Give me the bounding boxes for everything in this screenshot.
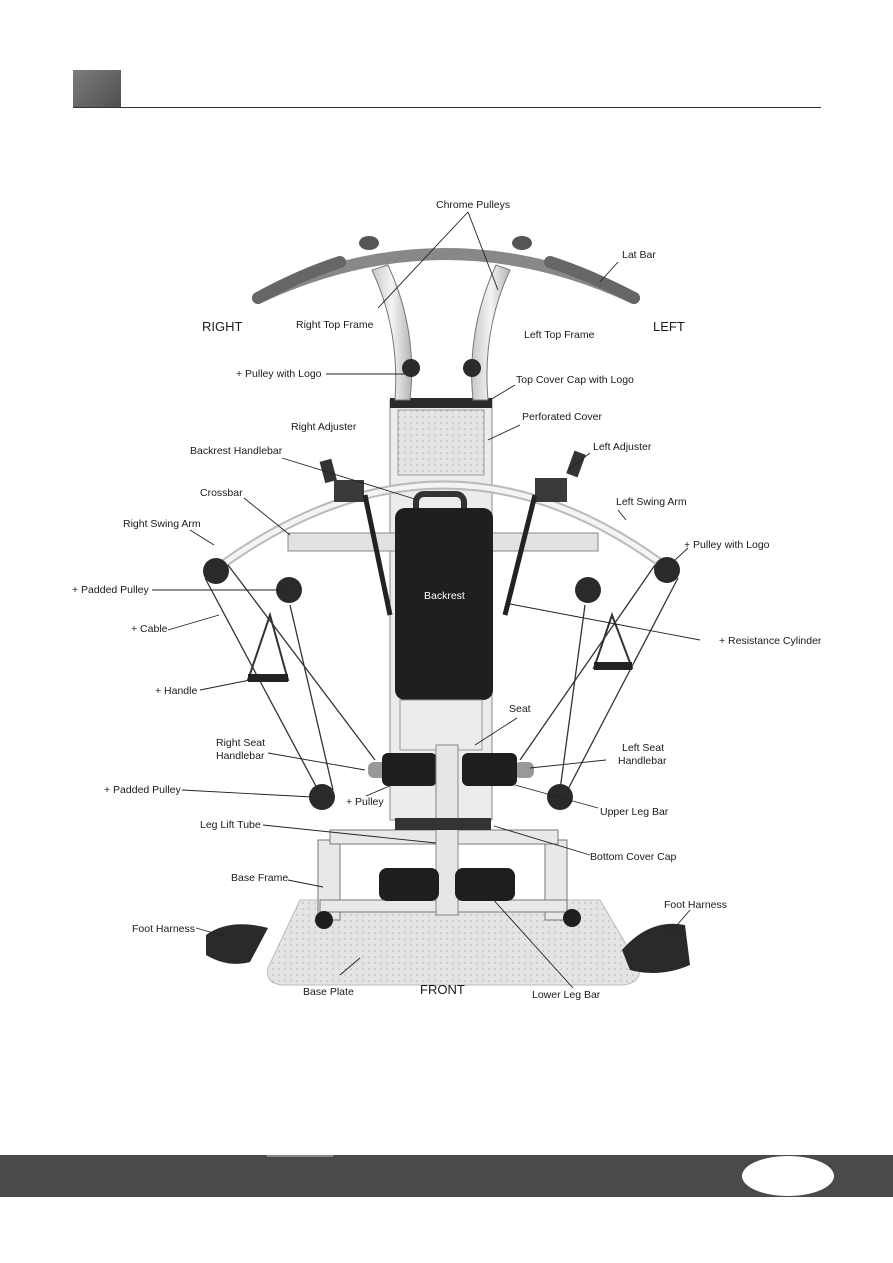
cables: [204, 564, 679, 796]
label-crossbar: Crossbar: [200, 487, 243, 499]
base-frame: [315, 829, 581, 929]
label-front: FRONT: [420, 982, 465, 997]
label-top-cover-cap: Top Cover Cap with Logo: [516, 374, 634, 386]
label-padded-pulley-bottom: + Padded Pulley: [104, 784, 182, 796]
label-backrest: Backrest: [424, 590, 465, 602]
label-right-seat-handlebar-2: Handlebar: [216, 750, 265, 762]
resistance-cylinder-right: [362, 494, 393, 616]
left-top-frame: [471, 264, 511, 401]
label-lower-leg-bar: Lower Leg Bar: [532, 989, 601, 1001]
label-foot-harness-left: Foot Harness: [132, 923, 195, 935]
backrest: [395, 508, 493, 700]
label-right-top-frame: Right Top Frame: [296, 319, 374, 331]
padded-pulley-bottom-right: [309, 784, 335, 810]
pulley-left-end: [654, 557, 680, 583]
right-adjuster: [319, 458, 337, 484]
label-lat-bar: Lat Bar: [622, 249, 656, 261]
lower-leg-pad-right: [379, 868, 439, 901]
label-seat: Seat: [509, 703, 531, 715]
label-left-top-frame: Left Top Frame: [524, 329, 595, 341]
label-left-seat-handlebar-1: Left Seat: [622, 742, 664, 754]
label-backrest-handlebar: Backrest Handlebar: [190, 445, 283, 457]
label-bottom-cover-cap: Bottom Cover Cap: [590, 851, 677, 863]
padded-pulley-top-left: [575, 577, 601, 603]
label-base-frame: Base Frame: [231, 872, 288, 884]
pulley-logo-right: [402, 359, 420, 377]
label-upper-leg-bar: Upper Leg Bar: [600, 806, 669, 818]
label-pulley-with-logo-left: + Pulley with Logo: [684, 539, 770, 551]
top-cover-cap: [390, 398, 492, 408]
upper-leg-pad-left: [462, 753, 517, 786]
page-number-badge: [742, 1156, 834, 1196]
label-chrome-pulleys: Chrome Pulleys: [436, 199, 510, 211]
label-left-swing-arm: Left Swing Arm: [616, 496, 687, 508]
seat: [399, 699, 483, 751]
label-handle: + Handle: [155, 685, 197, 697]
label-leg-lift-tube: Leg Lift Tube: [200, 819, 261, 831]
footer-notch: [267, 1155, 333, 1157]
label-perforated-cover: Perforated Cover: [522, 411, 602, 423]
label-resistance-cylinder: + Resistance Cylinder: [719, 635, 822, 647]
foot-harness-right: [206, 924, 268, 964]
label-base-plate: Base Plate: [303, 986, 354, 998]
label-right-seat-handlebar-1: Right Seat: [216, 737, 265, 749]
label-pulley: + Pulley: [346, 796, 384, 808]
lower-leg-pad-left: [455, 868, 515, 901]
perforated-cover: [397, 409, 485, 476]
label-left: LEFT: [653, 319, 685, 334]
leader-lines: [152, 211, 701, 989]
label-foot-harness-right: Foot Harness: [664, 899, 727, 911]
header-square: [73, 70, 121, 108]
bottom-cover-cap: [395, 818, 491, 830]
upper-leg-pad-right: [382, 753, 437, 786]
resistance-cylinder-left: [502, 494, 538, 616]
label-left-seat-handlebar-2: Handlebar: [618, 755, 667, 767]
pulley-right-end: [203, 558, 229, 584]
foot-harness-left: [622, 923, 690, 974]
label-left-adjuster: Left Adjuster: [593, 441, 652, 453]
header-rule: [73, 107, 821, 108]
label-right-adjuster: Right Adjuster: [291, 421, 357, 433]
right-top-frame: [371, 264, 413, 401]
label-cable: + Cable: [131, 623, 168, 635]
seat-handlebar-left: [514, 762, 534, 778]
padded-pulley-bottom-left: [547, 784, 573, 810]
label-right-swing-arm: Right Swing Arm: [123, 518, 201, 530]
label-pulley-with-logo-right: + Pulley with Logo: [236, 368, 322, 380]
label-right: RIGHT: [202, 319, 243, 334]
padded-pulley-top-right: [276, 577, 302, 603]
handle-left: [592, 612, 634, 669]
pulley-logo-left: [463, 359, 481, 377]
label-padded-pulley-top: + Padded Pulley: [72, 584, 150, 596]
